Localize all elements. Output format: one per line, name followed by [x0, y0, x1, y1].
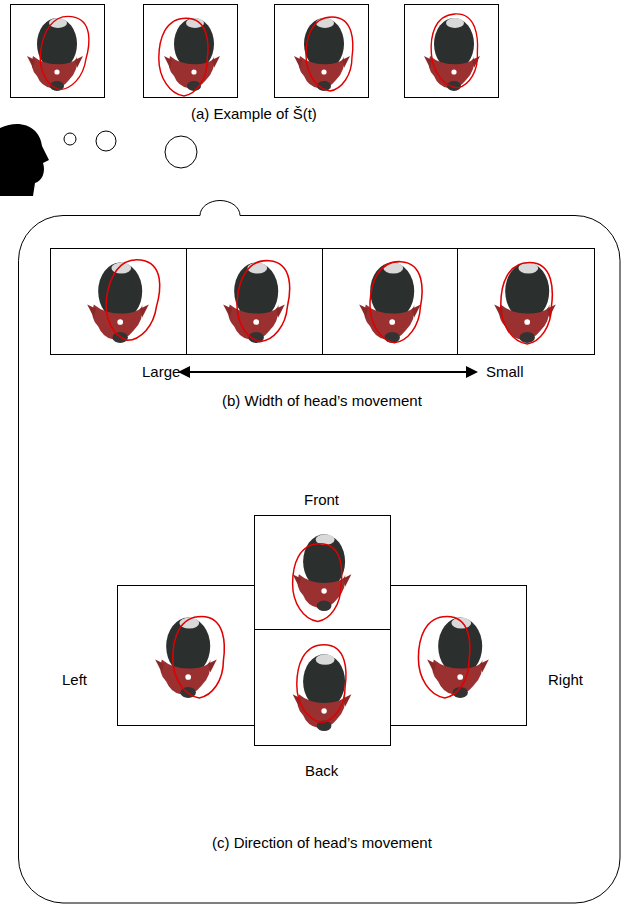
subfigure-caption: (b) Width of head’s movement [222, 392, 422, 410]
direction-label: Right [548, 671, 583, 689]
subfigure-caption: (c) Direction of head’s movement [212, 834, 432, 852]
bubble-outline [18, 195, 621, 905]
direction-label: Back [305, 762, 338, 780]
scale-label: Small [486, 363, 524, 381]
subfigure-caption: (a) Example of Š(t) [191, 105, 317, 123]
direction-label: Left [62, 671, 87, 689]
direction-label: Front [304, 491, 339, 509]
thought-bubble: Large Small (b) Width of head’s movementFr… [18, 195, 621, 905]
scale-label: Large [142, 363, 180, 381]
